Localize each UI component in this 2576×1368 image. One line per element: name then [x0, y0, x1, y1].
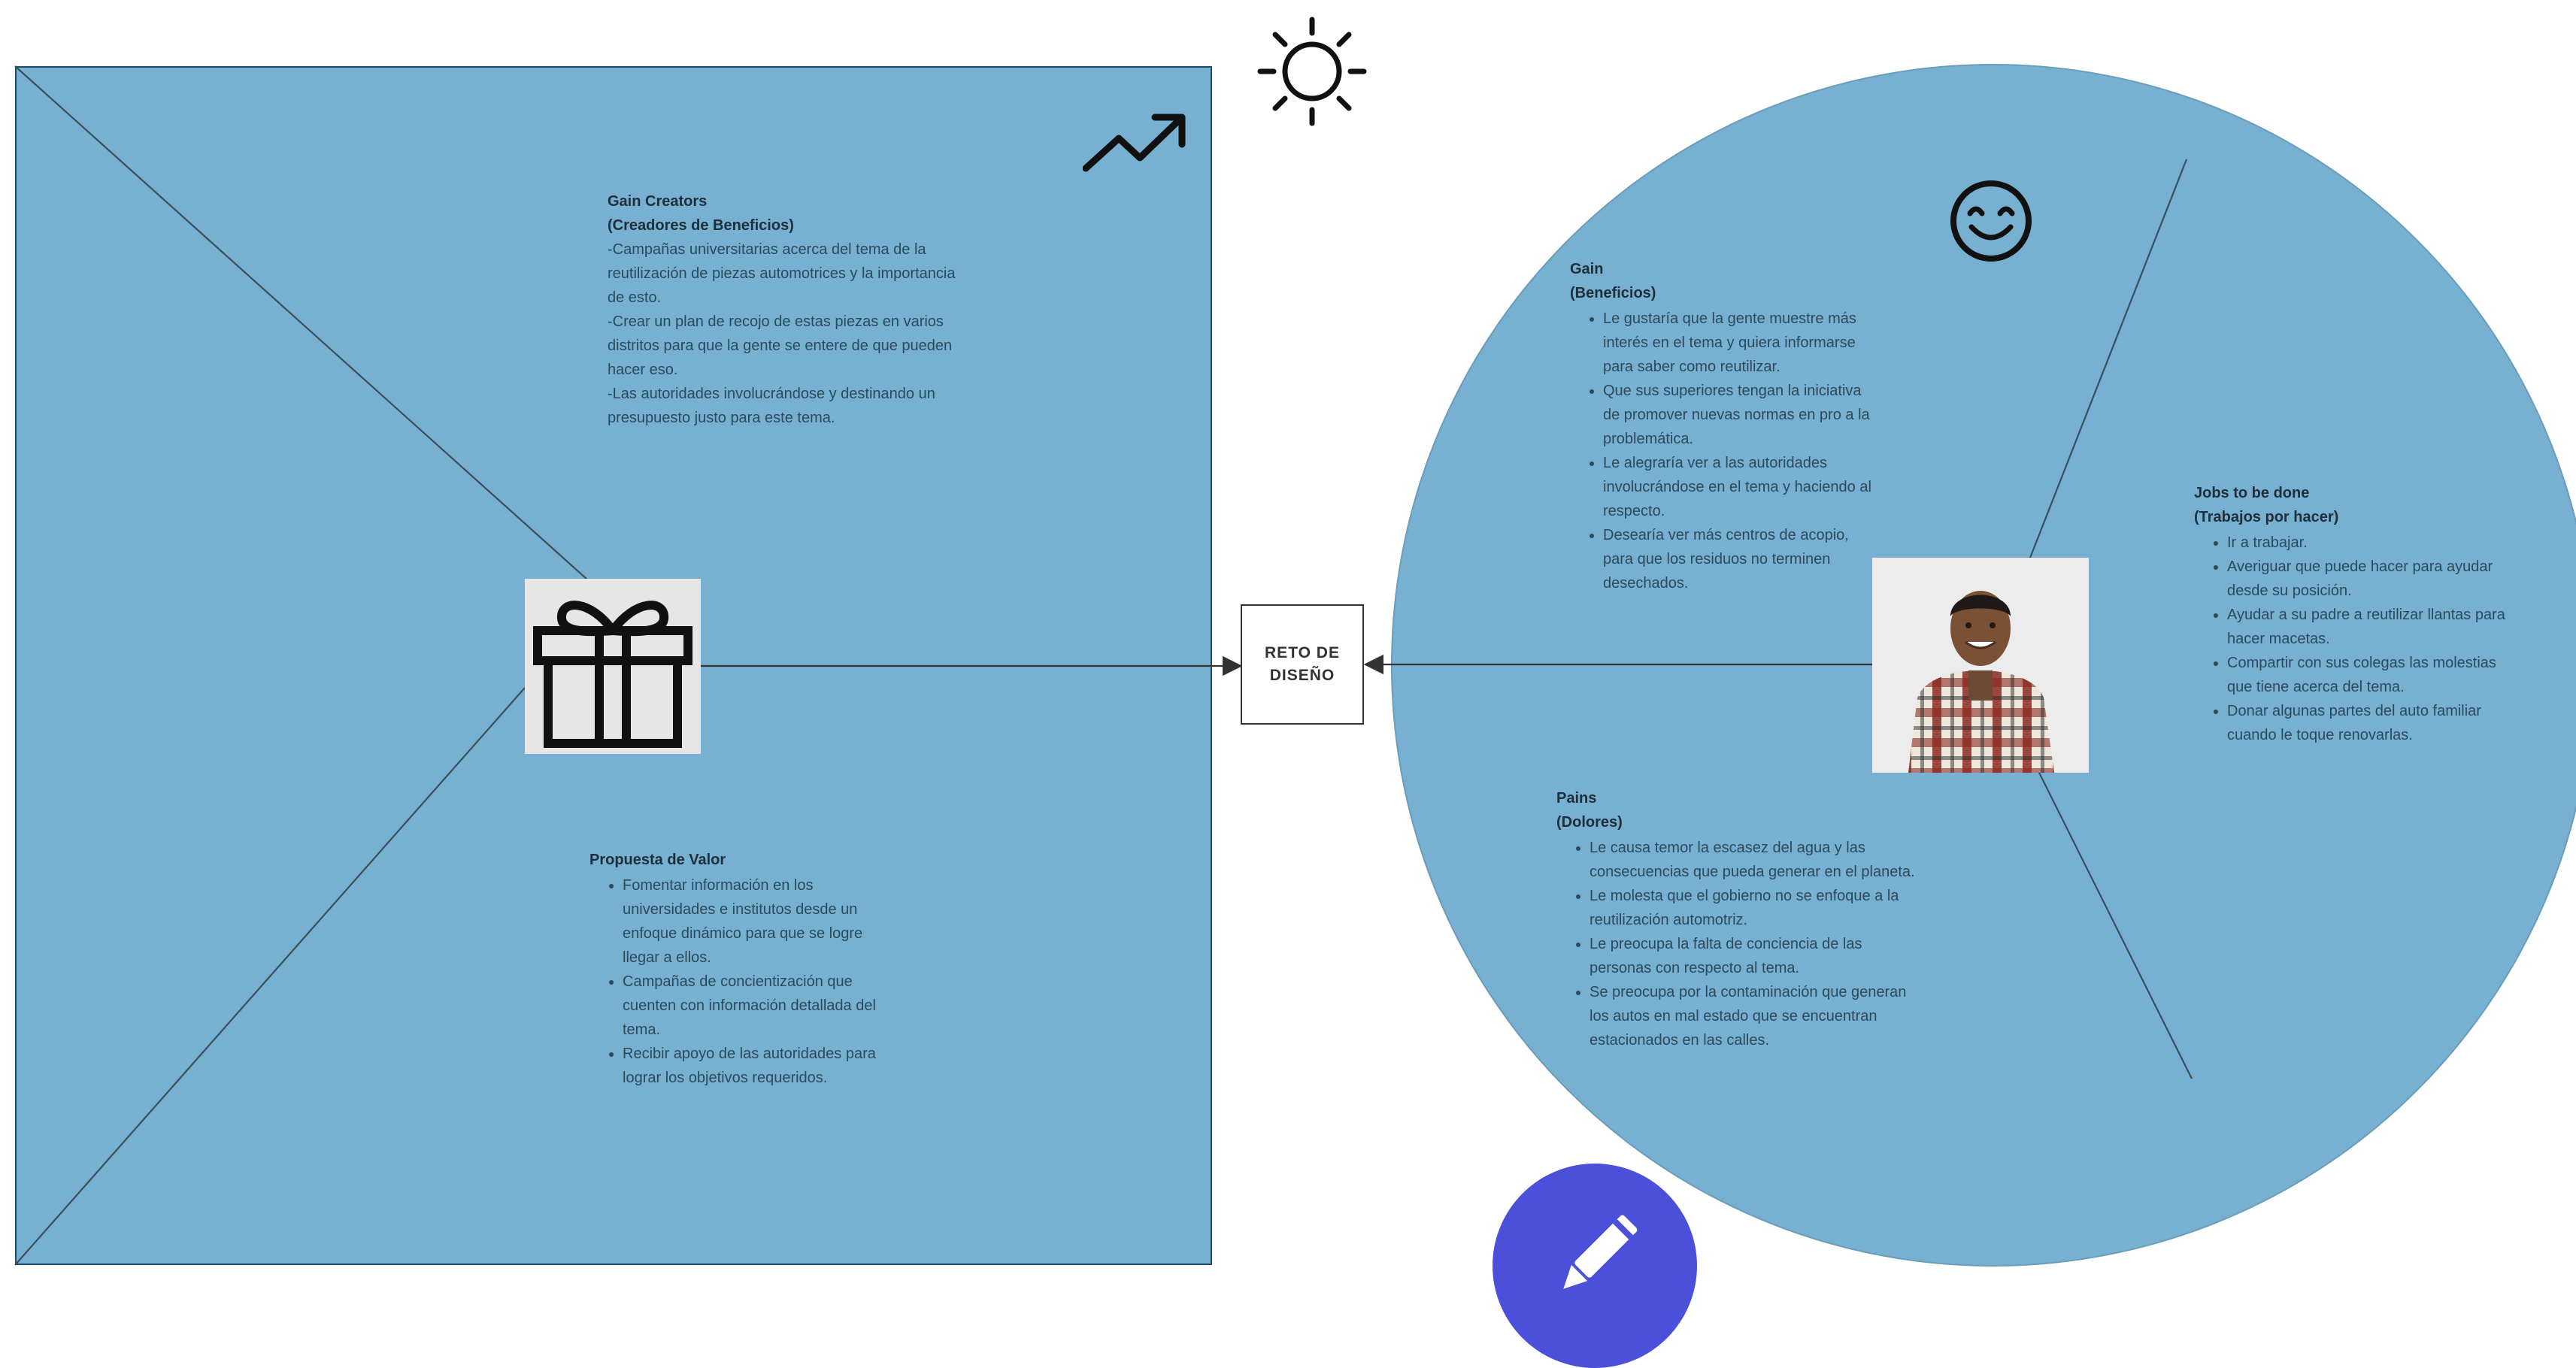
gains-section: Gain (Beneficios) Le gustaría que la gen… [1570, 257, 1878, 595]
list-item: Le causa temor la escasez del agua y las… [1590, 836, 1917, 884]
list-item: Le molesta que el gobierno no se enfoque… [1590, 884, 1917, 932]
jobs-subtitle: (Trabajos por hacer) [2194, 509, 2339, 525]
pains-section: Pains (Dolores) Le causa temor la escase… [1556, 786, 1917, 1052]
value-proposition-title: Propuesta de Valor [589, 852, 726, 868]
list-item: Le preocupa la falta de conciencia de la… [1590, 932, 1917, 980]
list-item: Que sus superiores tengan la iniciativa … [1603, 379, 1878, 451]
list-item: Ir a trabajar. [2227, 531, 2525, 555]
trending-up-icon [1083, 113, 1186, 172]
list-item: Se preocupa por la contaminación que gen… [1590, 980, 1917, 1052]
sun-icon [1257, 17, 1367, 126]
customer-photo [1872, 558, 2089, 773]
list-item: Fomentar información en los universidade… [623, 873, 890, 970]
list-item: Donar algunas partes del auto familiar c… [2227, 699, 2525, 747]
jobs-title: Jobs to be done [2194, 485, 2310, 501]
gains-list: Le gustaría que la gente muestre más int… [1570, 307, 1878, 595]
list-item: Desearía ver más centros de acopio, para… [1603, 523, 1878, 595]
gain-creators-section: Gain Creators (Creadores de Beneficios) … [608, 189, 971, 430]
gains-title: Gain [1570, 261, 1604, 277]
gain-creators-paragraph: -Las autoridades involucrándose y destin… [608, 386, 935, 426]
gain-creators-subtitle: (Creadores de Beneficios) [608, 217, 794, 234]
list-item: Recibir apoyo de las autoridades para lo… [623, 1042, 890, 1090]
design-challenge-box: RETO DE DISEÑO [1241, 604, 1364, 725]
list-item: Averiguar que puede hacer para ayudar de… [2227, 555, 2525, 603]
jobs-section: Jobs to be done (Trabajos por hacer) Ir … [2194, 481, 2525, 747]
pencil-icon [1563, 1215, 1638, 1289]
list-item: Compartir con sus colegas las molestias … [2227, 651, 2525, 699]
gains-subtitle: (Beneficios) [1570, 285, 1656, 301]
list-item: Le gustaría que la gente muestre más int… [1603, 307, 1878, 379]
design-challenge-label: RETO DE DISEÑO [1265, 644, 1340, 684]
jobs-list: Ir a trabajar. Averiguar que puede hacer… [2194, 531, 2525, 747]
gift-icon [533, 600, 692, 748]
list-item: Le alegraría ver a las autoridades invol… [1603, 451, 1878, 523]
gain-creators-title: Gain Creators [608, 193, 708, 210]
value-proposition-canvas: RETO DE DISEÑO Gain Creators (Creadores … [0, 0, 2576, 1336]
gift-icon-frame [525, 579, 701, 754]
value-proposition-section: Propuesta de Valor Fomentar información … [589, 848, 890, 1090]
value-proposition-list: Fomentar información en los universidade… [589, 873, 890, 1090]
pains-subtitle: (Dolores) [1556, 814, 1623, 831]
gain-creators-paragraph: -Crear un plan de recojo de estas piezas… [608, 313, 953, 378]
customer-photo-illustration [1872, 558, 2089, 773]
list-item: Ayudar a su padre a reutilizar llantas p… [2227, 603, 2525, 651]
pains-title: Pains [1556, 790, 1597, 807]
smiley-icon [1950, 180, 2032, 262]
gain-creators-paragraph: -Campañas universitarias acerca del tema… [608, 241, 956, 306]
pains-list: Le causa temor la escasez del agua y las… [1556, 836, 1917, 1052]
edit-button[interactable] [1493, 1164, 1697, 1368]
list-item: Campañas de concientización que cuenten … [623, 970, 890, 1042]
